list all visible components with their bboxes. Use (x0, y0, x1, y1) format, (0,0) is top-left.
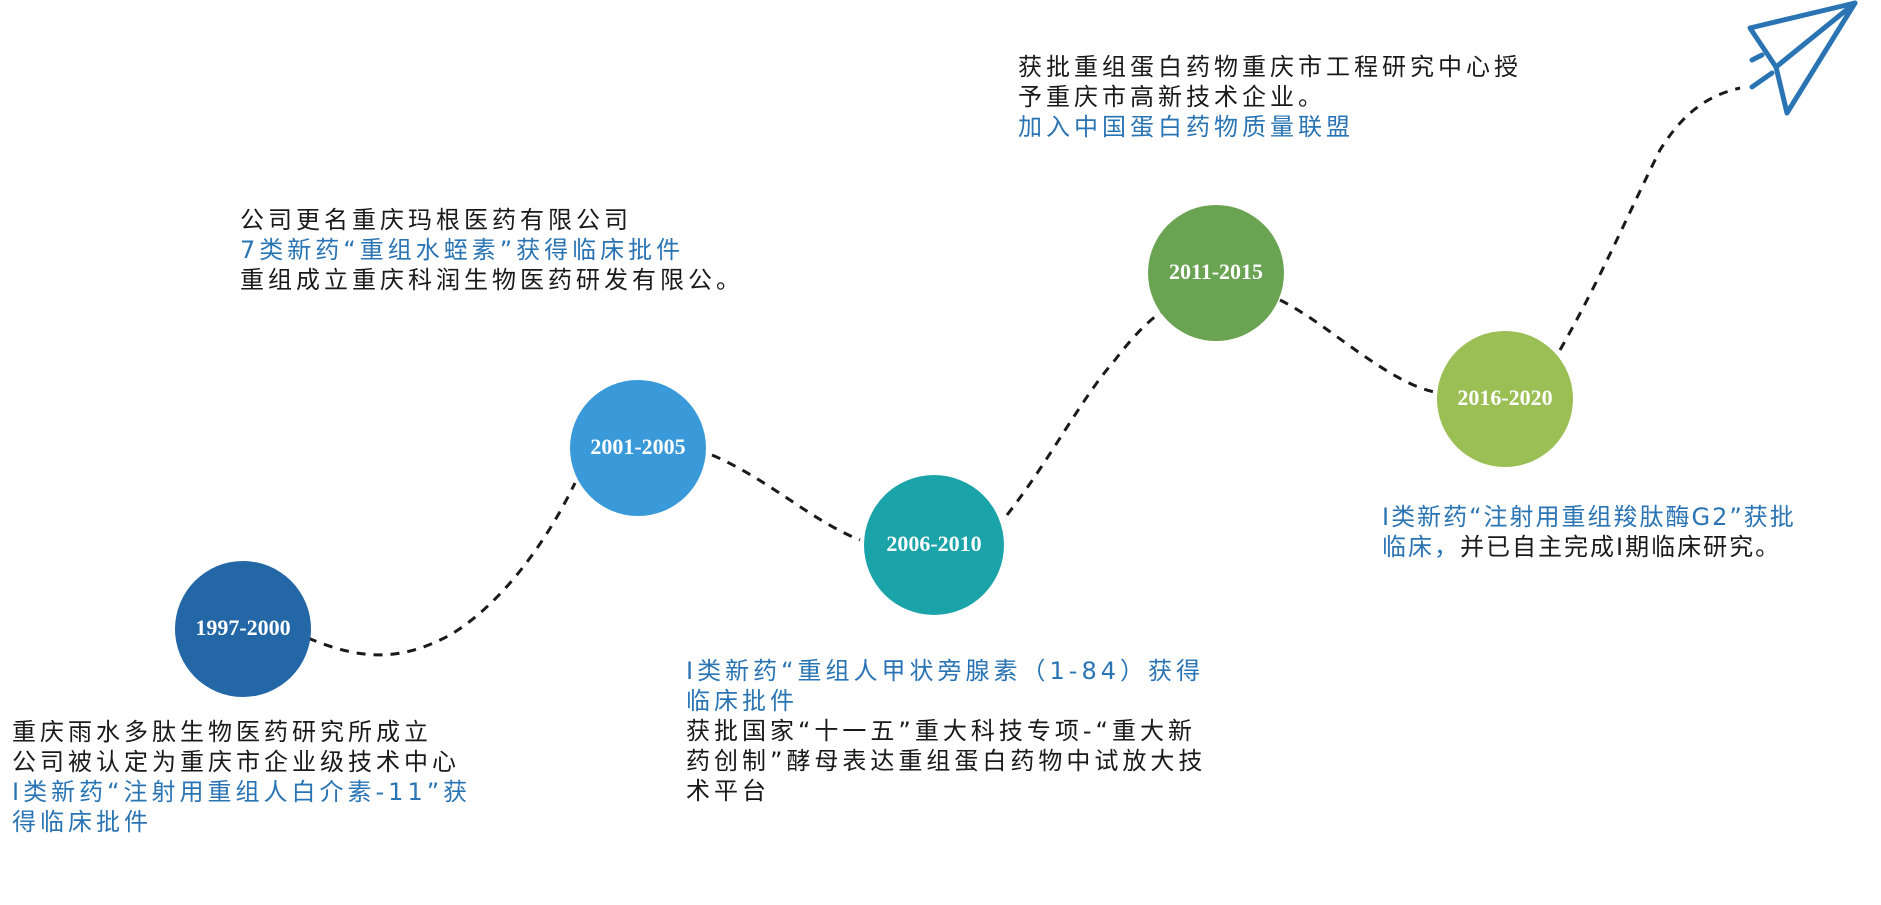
text-line: I类新药“重组人甲状旁腺素（1-84）获得 (686, 657, 1204, 685)
text-line: 临床，并已自主完成I期临床研究。 (1382, 532, 1796, 562)
milestone-circle (1437, 331, 1573, 467)
text-line: 药创制”酵母表达重组蛋白药物中试放大技 (686, 747, 1207, 775)
text-line: 临床批件 (686, 687, 798, 715)
text-line: I类新药“注射用重组人白介素-11”获 (12, 778, 472, 806)
text-line: 加入中国蛋白药物质量联盟 (1018, 113, 1354, 141)
milestone-circle (864, 475, 1004, 615)
text-line: 7类新药“重组水蛭素”获得临床批件 (240, 236, 685, 264)
text-line: 重组成立重庆科润生物医药研发有限公。 (240, 266, 744, 294)
connector-5 (1558, 86, 1741, 351)
milestone-2001-2005: 2001-2005 (570, 380, 706, 516)
text-line: 获批国家“十一五”重大科技专项-“重大新 (686, 717, 1196, 745)
connector-4 (1279, 298, 1441, 395)
milestone-text-2001-2005: 公司更名重庆玛根医药有限公司 7类新药“重组水蛭素”获得临床批件 重组成立重庆科… (240, 205, 744, 295)
milestone-2006-2010: 2006-2010 (864, 475, 1004, 615)
text-line: 术平台 (686, 777, 770, 805)
milestone-label: 2006-2010 (886, 531, 981, 556)
milestone-circle (1148, 205, 1284, 341)
milestone-label: 1997-2000 (195, 615, 290, 640)
text-fragment: 临床， (1382, 533, 1460, 561)
text-line: 重庆雨水多肽生物医药研究所成立 (12, 718, 432, 746)
milestone-text-2016-2020: I类新药“注射用重组羧肽酶G2”获批 临床，并已自主完成I期临床研究。 (1382, 502, 1796, 562)
milestone-2016-2020: 2016-2020 (1437, 331, 1573, 467)
milestone-1997-2000: 1997-2000 (175, 561, 311, 697)
paper-plane-icon (1747, 0, 1858, 116)
text-line: 获批重组蛋白药物重庆市工程研究中心授 (1018, 53, 1522, 81)
text-line: 予重庆市高新技术企业。 (1018, 83, 1326, 111)
milestone-label: 2016-2020 (1457, 385, 1552, 410)
milestone-2011-2015: 2011-2015 (1148, 205, 1284, 341)
milestone-circle (175, 561, 311, 697)
text-line: I类新药“注射用重组羧肽酶G2”获批 (1382, 503, 1796, 531)
milestone-label: 2011-2015 (1169, 259, 1263, 284)
connector-1 (307, 482, 577, 657)
connector-2 (711, 453, 861, 542)
connector-3 (1005, 308, 1166, 516)
milestone-text-2011-2015: 获批重组蛋白药物重庆市工程研究中心授 予重庆市高新技术企业。 加入中国蛋白药物质… (1018, 52, 1522, 142)
milestone-label: 2001-2005 (590, 434, 685, 459)
milestone-text-1997-2000: 重庆雨水多肽生物医药研究所成立 公司被认定为重庆市企业级技术中心 I类新药“注射… (12, 717, 471, 837)
milestone-text-2006-2010: I类新药“重组人甲状旁腺素（1-84）获得 临床批件 获批国家“十一五”重大科技… (686, 656, 1206, 806)
milestone-circle (570, 380, 706, 516)
text-line: 得临床批件 (12, 808, 152, 836)
text-line: 公司更名重庆玛根医药有限公司 (240, 206, 632, 234)
text-fragment: 并已自主完成I期临床研究。 (1460, 533, 1782, 561)
text-line: 公司被认定为重庆市企业级技术中心 (12, 748, 460, 776)
